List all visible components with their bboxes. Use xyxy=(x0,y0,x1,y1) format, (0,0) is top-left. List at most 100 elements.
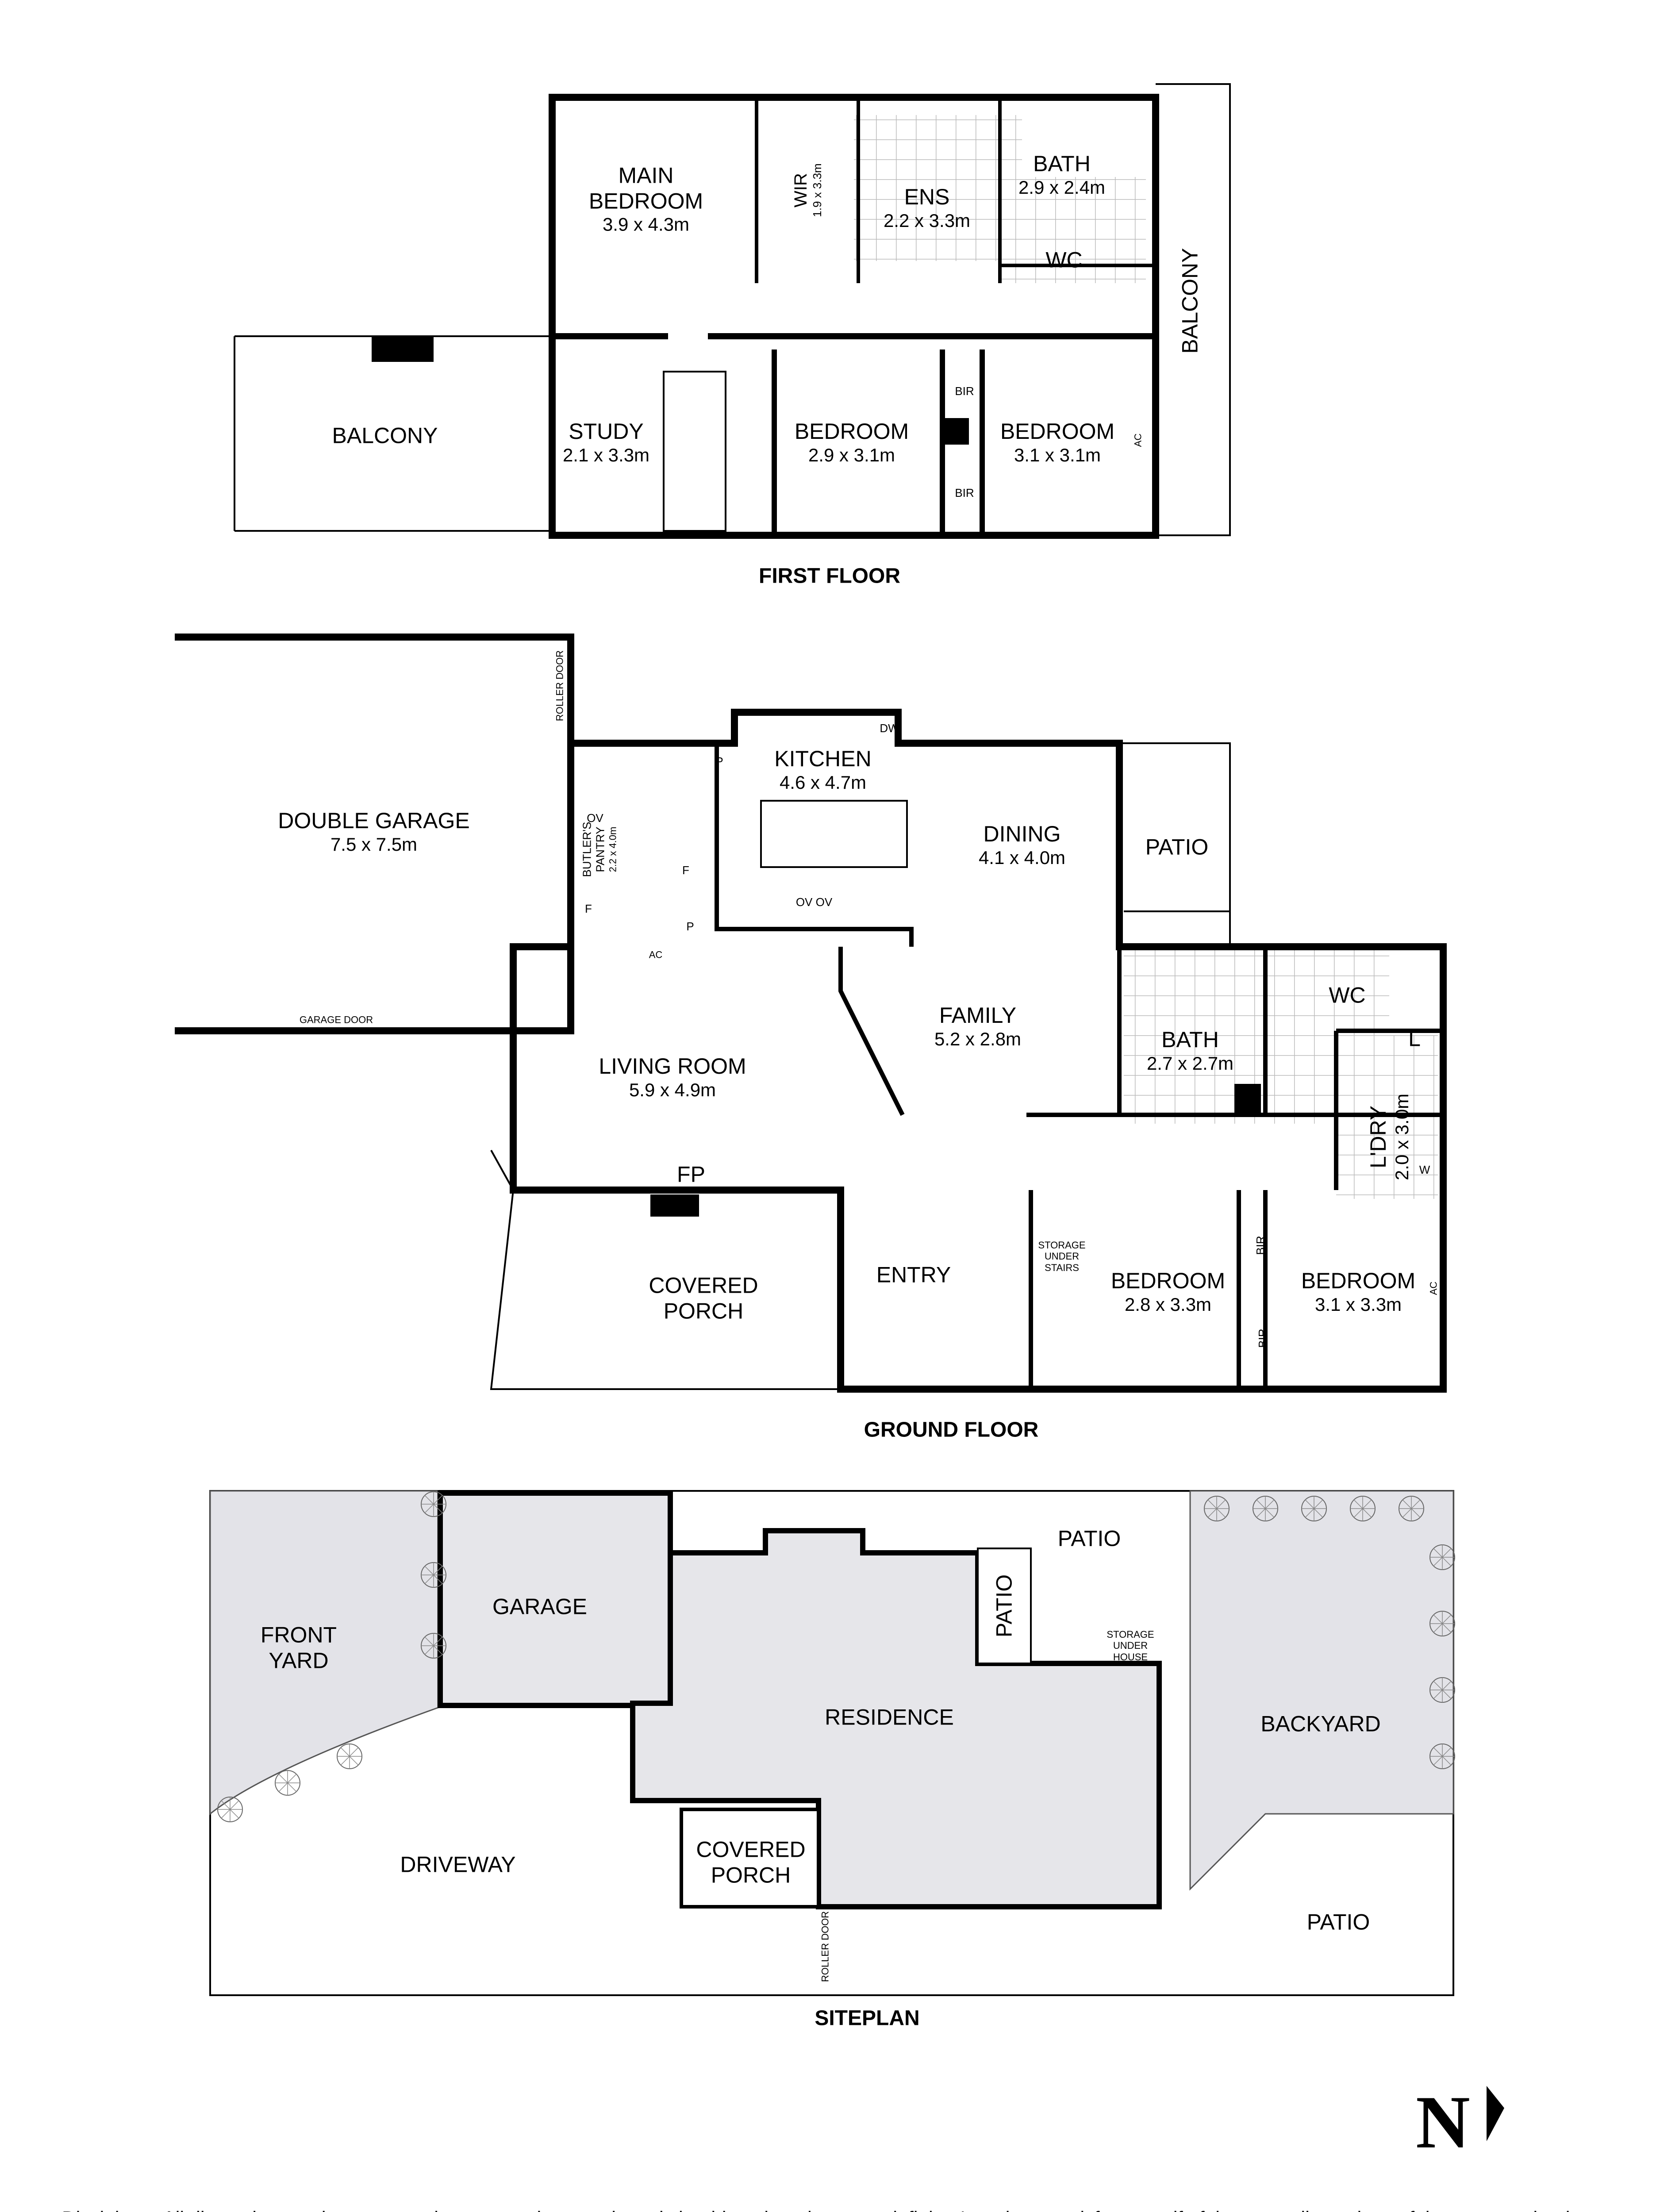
room-entry: ENTRY xyxy=(876,1262,951,1287)
siteplan-title: SITEPLAN xyxy=(815,2006,920,2030)
label-line: HOUSE xyxy=(1113,1651,1148,1663)
room-bath-first: BATH 2.9 x 2.4m xyxy=(1018,151,1105,198)
roller-door-label: ROLLER DOOR xyxy=(554,650,565,722)
area-covered-porch: COVERED PORCH xyxy=(696,1837,805,1888)
ground-floor-plan xyxy=(175,634,1447,1393)
disclaimer-text: Disclaimer: All dimensions and areas sta… xyxy=(53,2208,1607,2212)
room-name: LIVING ROOM xyxy=(599,1054,746,1079)
area-patio-small: PATIO xyxy=(991,1574,1017,1638)
room-dimension: 7.5 x 7.5m xyxy=(330,833,418,855)
room-wc-ground: WC xyxy=(1329,983,1366,1008)
room-name: BEDROOM xyxy=(588,188,703,213)
room-name: BEDROOM xyxy=(1301,1268,1416,1294)
room-name: DINING xyxy=(983,822,1061,847)
room-dimension: 3.9 x 4.3m xyxy=(602,214,690,235)
area-patio-bottom: PATIO xyxy=(1306,1909,1370,1935)
roller-door-label: ROLLER DOOR xyxy=(819,1911,831,1982)
room-bedroom-first-2: BEDROOM 3.1 x 3.1m xyxy=(1000,419,1114,466)
oven-label: OV xyxy=(587,811,603,825)
ac-label: AC xyxy=(1132,433,1144,447)
room-name: BEDROOM xyxy=(1000,419,1115,444)
room-name: KITCHEN xyxy=(774,746,872,772)
room-name: BEDROOM xyxy=(1111,1268,1226,1294)
room-double-garage: DOUBLE GARAGE 7.5 x 7.5m xyxy=(278,808,469,855)
room-dimension: 2.7 x 2.7m xyxy=(1146,1052,1234,1074)
room-dimension: 5.2 x 2.8m xyxy=(934,1028,1022,1049)
room-name: L'DRY xyxy=(1366,1105,1391,1169)
area-driveway: DRIVEWAY xyxy=(400,1852,516,1877)
area-front-yard: FRONT YARD xyxy=(261,1623,337,1674)
area-storage-under-house: STORAGE UNDER HOUSE xyxy=(1107,1629,1154,1663)
area-residence: RESIDENCE xyxy=(825,1705,954,1730)
room-bedroom-ground-1: BEDROOM 2.8 x 3.3m xyxy=(1111,1268,1225,1315)
pantry-label: P xyxy=(686,920,694,933)
storage-under-stairs: STORAGE UNDER STAIRS xyxy=(1038,1240,1085,1273)
label-line: STORAGE xyxy=(1107,1629,1154,1640)
room-dimension: 2.9 x 2.4m xyxy=(1018,177,1106,198)
oven-label: OV OV xyxy=(795,895,833,909)
room-name: PANTRY xyxy=(593,826,607,872)
room-family: FAMILY 5.2 x 2.8m xyxy=(934,1003,1021,1050)
fireplace-label: FP xyxy=(677,1162,705,1187)
area-name: FRONT xyxy=(260,1622,337,1647)
area-name: PORCH xyxy=(711,1863,791,1887)
bir-label: BIR xyxy=(1254,1236,1268,1255)
room-name: BEDROOM xyxy=(794,419,909,444)
dishwasher-label: DW xyxy=(880,722,899,735)
fridge-label: F xyxy=(585,902,592,916)
room-name: ENS xyxy=(904,184,950,210)
room-dimension: 3.1 x 3.3m xyxy=(1314,1294,1402,1315)
ac-label: AC xyxy=(1428,1281,1439,1295)
room-wir: WIR 1.9 x 3.3m xyxy=(791,163,824,217)
room-butlers-pantry: BUTLER'S PANTRY 2.2 x 4.0m xyxy=(580,822,618,877)
room-covered-porch: COVERED PORCH xyxy=(649,1273,758,1324)
room-name: DOUBLE GARAGE xyxy=(278,808,470,833)
area-name: YARD xyxy=(269,1648,329,1673)
label-line: UNDER xyxy=(1113,1640,1148,1651)
room-ensuite: ENS 2.2 x 3.3m xyxy=(884,184,970,231)
area-backyard: BACKYARD xyxy=(1260,1711,1381,1736)
room-name: FAMILY xyxy=(939,1003,1017,1028)
room-bath-ground: BATH 2.7 x 2.7m xyxy=(1147,1027,1233,1074)
room-study: STUDY 2.1 x 3.3m xyxy=(563,419,649,466)
linen-label: L xyxy=(1408,1026,1421,1051)
room-dimension: 5.9 x 4.9m xyxy=(629,1079,716,1100)
ac-label: AC xyxy=(649,949,663,960)
bir-label: BIR xyxy=(1256,1329,1270,1348)
room-dimension: 2.1 x 3.3m xyxy=(562,444,650,465)
room-dimension: 3.1 x 3.1m xyxy=(1014,444,1101,465)
room-wc-first: WC xyxy=(1045,247,1083,273)
room-main-bedroom: MAIN BEDROOM 3.9 x 4.3m xyxy=(589,163,703,235)
room-balcony-left: BALCONY xyxy=(332,423,438,448)
room-dining: DINING 4.1 x 4.0m xyxy=(979,822,1065,868)
room-name: STUDY xyxy=(569,419,644,444)
room-living: LIVING ROOM 5.9 x 4.9m xyxy=(599,1054,746,1101)
label-line: STAIRS xyxy=(1045,1262,1079,1273)
room-name: MAIN xyxy=(618,163,674,188)
room-bedroom-ground-2: BEDROOM 3.1 x 3.3m xyxy=(1301,1268,1415,1315)
siteplan xyxy=(209,1490,1455,1996)
room-name: BUTLER'S xyxy=(580,822,594,877)
room-name: COVERED xyxy=(649,1273,758,1298)
first-floor-plan xyxy=(234,83,1231,539)
room-dimension: 2.2 x 3.3m xyxy=(883,210,971,231)
room-dimension: 1.9 x 3.3m xyxy=(811,163,824,217)
room-dimension: 2.8 x 3.3m xyxy=(1124,1294,1212,1315)
area-name: COVERED xyxy=(696,1837,806,1862)
room-balcony-right: BALCONY xyxy=(1177,248,1203,354)
room-name: WIR xyxy=(791,173,811,207)
room-dimension: 2.2 x 4.0m xyxy=(607,826,619,872)
room-dimension: 2.9 x 3.1m xyxy=(808,444,895,465)
room-dimension: 4.6 x 4.7m xyxy=(779,772,867,793)
room-name: PORCH xyxy=(663,1298,744,1323)
bir-label: BIR xyxy=(955,486,974,500)
ground-floor-title: GROUND FLOOR xyxy=(864,1418,1039,1442)
first-floor-title: FIRST FLOOR xyxy=(759,564,900,588)
garage-door-label: GARAGE DOOR xyxy=(299,1014,373,1025)
north-arrow-icon xyxy=(1487,2086,1504,2141)
washer-label: W xyxy=(1419,1163,1430,1177)
room-bedroom-first-1: BEDROOM 2.9 x 3.1m xyxy=(795,419,909,466)
area-garage: GARAGE xyxy=(492,1594,587,1619)
room-laundry: L'DRY 2.0 x 3.0m xyxy=(1366,1094,1413,1180)
room-kitchen: KITCHEN 4.6 x 4.7m xyxy=(774,746,871,793)
